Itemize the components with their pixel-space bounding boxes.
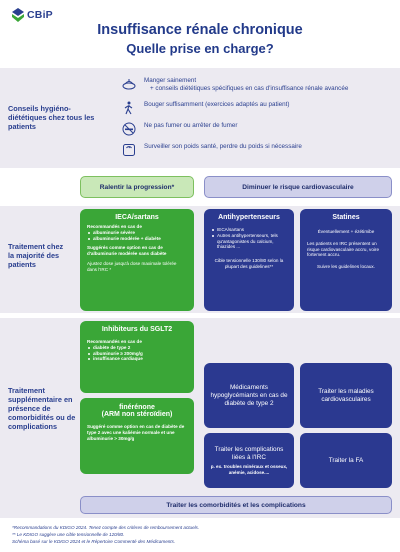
finerenone-subtitle: (ARM non stéroïdien): [101, 411, 173, 418]
finerenone-text: Suggéré comme option en cas de diabète d…: [87, 424, 185, 441]
sglt2-item: insuffisance cardiaque: [87, 356, 187, 362]
hygiene-label: Conseils hygiéno-diététiques chez tous l…: [8, 104, 95, 131]
hygiene-item-food: Manger sainement + conseils diététiques …: [122, 77, 348, 93]
statins-box: Statines Éventuellement + ézétimibe Les …: [300, 209, 392, 311]
sglt2-item: albuminurie ≥ 200mg/g: [87, 351, 187, 357]
footnote-2: ** Le KDIGO suggère une cible tensionnel…: [12, 532, 125, 537]
ieca-item: albuminurie modérée + diabète: [87, 236, 187, 242]
complications-box: Traiter les complications liées à l'IRC …: [204, 433, 294, 488]
hygiene-walking-text: Bouger suffisamment (exercices adaptés a…: [144, 101, 290, 108]
hygiene-item-weight: Surveiller son poids santé, perdre du po…: [122, 143, 302, 157]
statins-line1: Éventuellement + ézétimibe: [317, 229, 375, 234]
ieca-dose: Ajustez dose jusqu'à dose maximale tolér…: [87, 260, 177, 272]
antihypertensive-box: Antihypertenseurs IECA/sartans Autres an…: [204, 209, 294, 311]
ieca-sartans-box: IECA/sartans Recommandés en cas de album…: [80, 209, 194, 311]
footnotes: *Recommandations du KDIGO 2024. Tenez co…: [12, 524, 199, 545]
hypoglycemic-box: Médicaments hypoglycémiants en cas de di…: [204, 363, 294, 428]
antihyp-target: Cible tensionnelle 130/80 selon la plupa…: [214, 258, 284, 269]
statins-line3: Suivre les guidelines locaux.: [317, 264, 375, 270]
antihyp-title: Antihypertenseurs: [218, 214, 280, 221]
logo: CBiP: [12, 8, 53, 22]
finerenone-box: finérénone (ARM non stéroïdien) Suggéré …: [80, 398, 194, 474]
hygiene-food-text: Manger sainement: [144, 77, 197, 84]
scale-icon: [123, 144, 135, 156]
fa-text: Traiter la FA: [328, 456, 364, 464]
ieca-item: albuminurie sévère: [87, 230, 187, 236]
logo-text: CBiP: [27, 9, 53, 21]
treatment-all-label: Traitement chez la majorité des patients: [8, 242, 64, 269]
hygiene-band: [0, 68, 400, 168]
cv-disease-box: Traiter les maladies cardiovasculaires: [300, 363, 392, 428]
ieca-title: IECA/sartans: [115, 214, 159, 221]
cvdisease-text: Traiter les maladies cardiovasculaires: [318, 387, 374, 403]
antihyp-item: Autres antihypertenseurs, tels qu'antago…: [211, 233, 287, 250]
ieca-intro: Recommandés en cas de: [87, 224, 142, 229]
sglt2-intro: Recommandés en cas de: [87, 339, 142, 344]
header-slow-progression: Ralentir la progression*: [80, 176, 194, 198]
complications-text: Traiter les complications liées à l'IRC: [214, 445, 284, 461]
antihyp-item: IECA/sartans: [211, 227, 287, 233]
walking-icon: [124, 101, 133, 115]
hygiene-weight-text: Surveiller son poids santé, perdre du po…: [144, 143, 302, 150]
complications-sub: p. ex. troubles minéraux et osseux, aném…: [210, 463, 288, 475]
page-subtitle: Quelle prise en charge?: [126, 41, 274, 56]
footnote-3: Schéma basé sur le KDIGO 2024 et le Répe…: [12, 539, 176, 544]
sglt2-item: diabète de type 2: [87, 345, 187, 351]
footnote-1: *Recommandations du KDIGO 2024. Tenez co…: [12, 525, 200, 530]
hygiene-item-walking: Bouger suffisamment (exercices adaptés a…: [122, 101, 290, 115]
no-smoking-icon: [122, 122, 136, 136]
treatment-extra-label: Traitement supplémentaire en présence de…: [8, 386, 76, 431]
logo-icon: [12, 8, 24, 22]
ieca-option: Suggérés comme option en cas de d'albumi…: [87, 245, 167, 257]
hygiene-smoking-text: Ne pas fumer ou arrêter de fumer: [144, 122, 238, 129]
hygiene-item-smoking: Ne pas fumer ou arrêter de fumer: [122, 122, 237, 136]
food-icon: [122, 79, 136, 90]
sglt2-box: Inhibiteurs du SGLT2 Recommandés en cas …: [80, 321, 194, 393]
statins-line2: Les patients en IRC présentent un risque…: [307, 240, 379, 258]
hygiene-food-sub: + conseils diététiques spécifiques en ca…: [150, 85, 349, 92]
page-title: Insuffisance rénale chronique: [97, 22, 303, 38]
hypo-text: Médicaments hypoglycémiants en cas de di…: [210, 383, 288, 407]
sglt2-title: Inhibiteurs du SGLT2: [101, 326, 173, 333]
header-cv-risk: Diminuer le risque cardiovasculaire: [204, 176, 392, 198]
statins-title: Statines: [332, 214, 360, 221]
comorbidities-bar: Traiter les comorbidités et les complica…: [80, 496, 392, 514]
finerenone-title: finérénone: [119, 404, 155, 411]
fa-box: Traiter la FA: [300, 433, 392, 488]
